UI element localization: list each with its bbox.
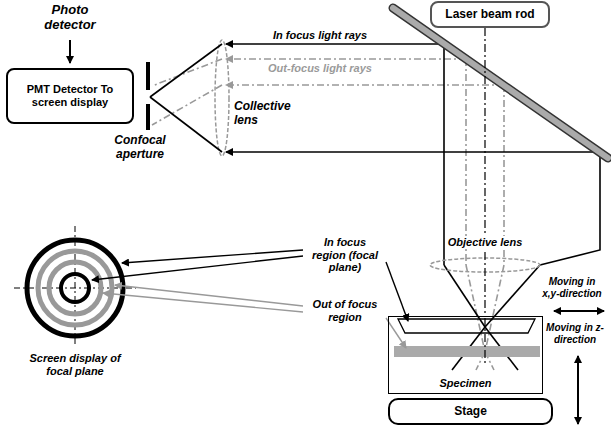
display-ring — [61, 274, 89, 302]
ray — [540, 152, 600, 265]
z-arrow — [577, 356, 579, 424]
out-focus-rays — [152, 59, 504, 370]
xy-arrow — [554, 310, 604, 312]
node-text: Specimen — [440, 377, 492, 390]
node-text: PMT Detector To screen display — [14, 83, 126, 108]
leader-line — [92, 256, 303, 280]
ray — [444, 265, 485, 327]
ray — [226, 84, 504, 86]
aperture-plate — [146, 62, 150, 90]
mirror — [393, 8, 608, 158]
motion-label: Moving in z-direction — [543, 322, 607, 345]
display-ring — [38, 251, 112, 325]
ray — [152, 59, 222, 86]
region-label: Out of focus region — [305, 298, 385, 323]
ray — [443, 44, 445, 265]
focal-plane — [398, 319, 535, 333]
specimen-container: Specimen — [388, 316, 543, 394]
display-label: Screen display of focal plane — [18, 352, 132, 377]
ray-label: In focus light rays — [271, 29, 369, 42]
leader-line — [122, 250, 303, 263]
part-label: Photo detector — [28, 3, 112, 33]
ray — [150, 44, 222, 97]
aperture-plate — [146, 104, 150, 130]
display-ring — [27, 240, 123, 336]
pointer-arrow — [69, 40, 71, 63]
node-text: Stage — [454, 405, 487, 419]
mirror-face — [393, 8, 608, 158]
leader-line — [386, 262, 408, 321]
ray — [465, 59, 467, 265]
detector-box: PMT Detector To screen display — [6, 68, 134, 124]
stage-box: Stage — [388, 398, 553, 425]
node-text: Laser beam rod — [445, 8, 534, 22]
collective-lens — [215, 40, 229, 156]
in-focus-rays — [150, 44, 600, 370]
ray — [152, 85, 222, 125]
part-label: Objective lens — [446, 236, 525, 249]
motion-label: Moving in x,y-direction — [537, 276, 607, 299]
part-label: Collective lens — [232, 100, 316, 128]
ray-label: Out-focus light rays — [266, 62, 374, 75]
out-focus-band — [394, 346, 540, 357]
region-label: In focus region (focal plane) — [305, 236, 385, 274]
part-label: Confocal aperture — [98, 134, 182, 162]
ray — [485, 265, 540, 327]
laser-box: Laser beam rod — [430, 1, 550, 28]
leader-line — [386, 318, 406, 348]
ray — [226, 58, 466, 60]
display-ring — [49, 262, 101, 314]
ray — [226, 43, 444, 45]
optical-axis — [484, 318, 485, 366]
crosshair — [75, 226, 76, 346]
leader-line — [103, 293, 303, 312]
beam-axis — [484, 28, 485, 316]
ray — [226, 151, 600, 153]
